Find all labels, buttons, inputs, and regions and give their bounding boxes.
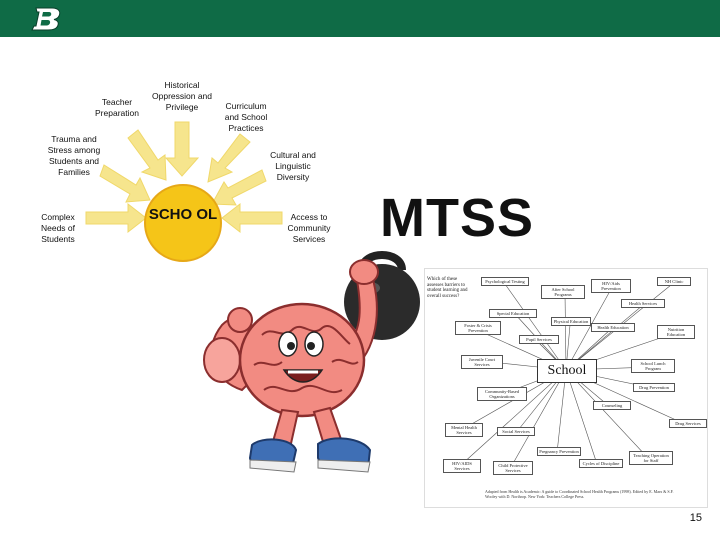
- diagram-box: Nutrition Education: [657, 325, 695, 339]
- school-label: SCHO OL: [148, 206, 218, 223]
- diagram-box: Mental Health Services: [445, 423, 483, 437]
- school-services-diagram: Which of these assesses barriers to stud…: [424, 268, 708, 508]
- diagram-box: Health Education: [591, 323, 635, 332]
- b-logo-icon: [31, 7, 61, 31]
- diagram-box: Teaching Operation for Staff: [629, 451, 673, 465]
- node-teacher-preparation: Teacher Preparation: [95, 97, 139, 118]
- page-number: 15: [689, 512, 702, 524]
- diagram-box: Social Services: [497, 427, 535, 436]
- node-trauma-stress: Trauma and Stress among Students and Fam…: [47, 134, 101, 177]
- diagram-box: NH Clinic: [657, 277, 691, 286]
- diagram-center: School: [537, 359, 597, 383]
- header-bar: [0, 0, 720, 37]
- diagram-box: Counseling: [593, 401, 631, 410]
- diagram-box: Foster & Crisis Prevention: [455, 321, 501, 335]
- school-circle: [144, 184, 222, 262]
- arrows-graphic: [85, 121, 283, 234]
- node-access-community: Access to Community Services: [287, 212, 331, 244]
- diagram-question: Which of these assesses barriers to stud…: [427, 277, 468, 299]
- diagram-box: School Lunch Program: [631, 359, 675, 373]
- diagram-box: Physical Education: [551, 317, 591, 326]
- node-historical-oppression: Historical Oppression and Privilege: [152, 80, 213, 112]
- diagram-box: Drug Prevention: [633, 383, 675, 392]
- diagram-caption: Adapted from Health is Academic: A guide…: [485, 489, 674, 499]
- diagram-box: Pupil Services: [519, 335, 559, 344]
- diagram-box: HIV/AIDS Services: [443, 459, 481, 473]
- diagram-box: Drug Services: [669, 419, 707, 428]
- diagram-box: Pregnancy Prevention: [537, 447, 581, 456]
- diagram-box: Cycles of Discipline: [579, 459, 623, 468]
- node-cultural-linguistic: Cultural and Linguistic Diversity: [270, 150, 316, 182]
- diagram-box: Community-Based Organizations: [477, 387, 527, 401]
- muscular-brain-icon: [203, 251, 420, 473]
- node-curriculum: Curriculum and School Practices: [224, 101, 268, 133]
- diagram-box: Health Services: [621, 299, 665, 308]
- diagram-box: Child Protective Services: [493, 461, 533, 475]
- mtss-title: MTSS: [380, 188, 535, 248]
- diagram-box: Psychological Testing: [481, 277, 529, 286]
- diagram-box: Special Education: [489, 309, 537, 318]
- diagram-box: Juvenile Court Services: [461, 355, 503, 369]
- diagram-box: After School Programs: [541, 285, 585, 299]
- node-complex-needs: Complex Needs of Students: [40, 212, 76, 244]
- diagram-box: HIV/Aids Prevention: [591, 279, 631, 293]
